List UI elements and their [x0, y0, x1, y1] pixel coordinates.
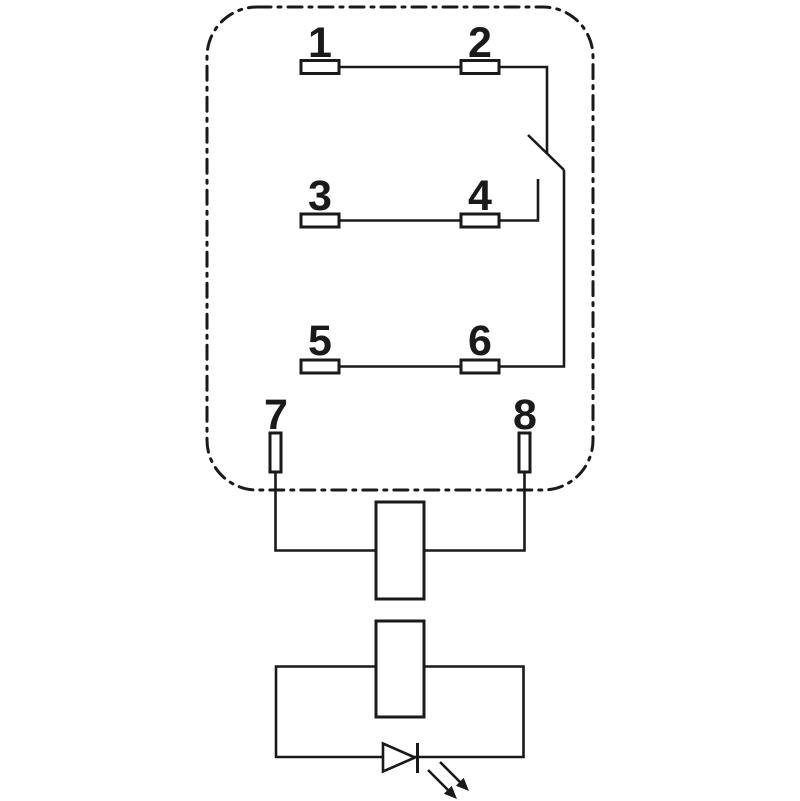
pin-label-8: 8 [513, 391, 537, 439]
terminal-6-icon [459, 358, 501, 375]
pin-label-6: 6 [468, 317, 492, 365]
pin-label-7: 7 [264, 391, 288, 439]
switch-blade-icon [527, 134, 565, 171]
led-diode-triangle-icon [381, 741, 419, 774]
terminal-5-icon [299, 358, 341, 375]
pin-label-1: 1 [308, 19, 332, 67]
wire-no-stub-4 [499, 179, 540, 222]
module-symbol-icon [374, 619, 426, 719]
wire-blade-to-6 [499, 170, 566, 368]
pin-label-3: 3 [308, 172, 332, 220]
wire-common-from-2 [499, 65, 549, 153]
terminal-4-icon [459, 212, 501, 229]
terminal-2-icon [459, 59, 501, 75]
coil-symbol-icon [374, 500, 426, 601]
terminal-1-icon [299, 59, 341, 75]
terminal-3-icon [299, 212, 341, 229]
led-emission-arrows-icon [427, 761, 469, 799]
relay-case-outline-icon [205, 5, 595, 492]
terminal-7-icon [268, 431, 283, 474]
pin-label-4: 4 [468, 172, 492, 220]
wire-7-to-coil [274, 472, 376, 552]
wire-8-to-coil [424, 472, 526, 552]
terminal-8-icon [517, 431, 532, 474]
pin-label-5: 5 [308, 317, 332, 365]
pin-label-2: 2 [468, 19, 492, 67]
